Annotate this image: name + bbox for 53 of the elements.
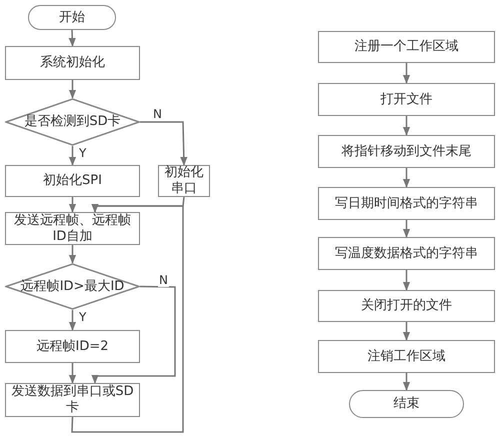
process-box: [318, 187, 495, 220]
edge-label: N: [152, 108, 163, 121]
node-text: 关闭打开的文件: [360, 298, 453, 314]
arrow: [68, 80, 76, 99]
decision-diamond: [5, 263, 140, 310]
process-box: [318, 237, 495, 270]
node-text: 打开文件: [380, 92, 434, 108]
process-box: [318, 340, 495, 373]
process-box: [158, 165, 210, 197]
arrow: [402, 63, 410, 84]
arrow: [402, 322, 410, 341]
arrow: [402, 270, 410, 291]
edge-label: Y: [78, 311, 88, 324]
process-box: [5, 330, 140, 363]
arrow: [68, 310, 76, 331]
node-text: 写温度数据格式的字符串: [334, 246, 479, 262]
node-text: 开始: [58, 10, 86, 26]
process-box: [318, 135, 495, 168]
node-text: 远程帧ID>最大ID: [20, 278, 126, 294]
node-text: 写日期时间格式的字符串: [334, 196, 479, 212]
edge-label: Y: [78, 147, 88, 160]
arrow: [402, 220, 410, 238]
arrow: [68, 197, 76, 213]
node-text: 将指针移动到文件末尾: [340, 144, 472, 160]
node-text: 初始化串口: [164, 165, 204, 197]
terminal-box: [349, 390, 464, 418]
decision-diamond: [5, 98, 140, 146]
arrow: [68, 245, 76, 264]
process-box: [318, 31, 495, 63]
arrow: [402, 168, 410, 188]
node-text: 注销工作区域: [366, 348, 446, 364]
arrow: [68, 146, 76, 166]
arrow: [91, 286, 176, 384]
node-text: 发送远程帧、远程帧ID自加: [13, 212, 132, 244]
arrow: [71, 204, 184, 433]
node-text: 系统初始化: [39, 55, 106, 71]
process-box: [318, 83, 495, 116]
node-text: 初始化SPI: [42, 173, 103, 189]
process-box: [5, 46, 140, 80]
arrow: [68, 363, 76, 384]
node-text: 是否检测到SD卡: [23, 114, 122, 130]
process-box: [318, 290, 495, 322]
edge-label: N: [158, 274, 169, 287]
process-box: [5, 165, 140, 197]
arrow: [68, 30, 76, 47]
arrow: [402, 373, 410, 391]
node-text: 注册一个工作区域: [354, 39, 460, 55]
terminal-box: [28, 5, 116, 30]
arrow: [140, 121, 188, 166]
arrow: [402, 116, 410, 136]
node-text: 结束: [392, 396, 420, 412]
node-text: 发送数据到串口或SD卡: [10, 384, 135, 416]
node-text: 远程帧ID=2: [35, 338, 110, 354]
